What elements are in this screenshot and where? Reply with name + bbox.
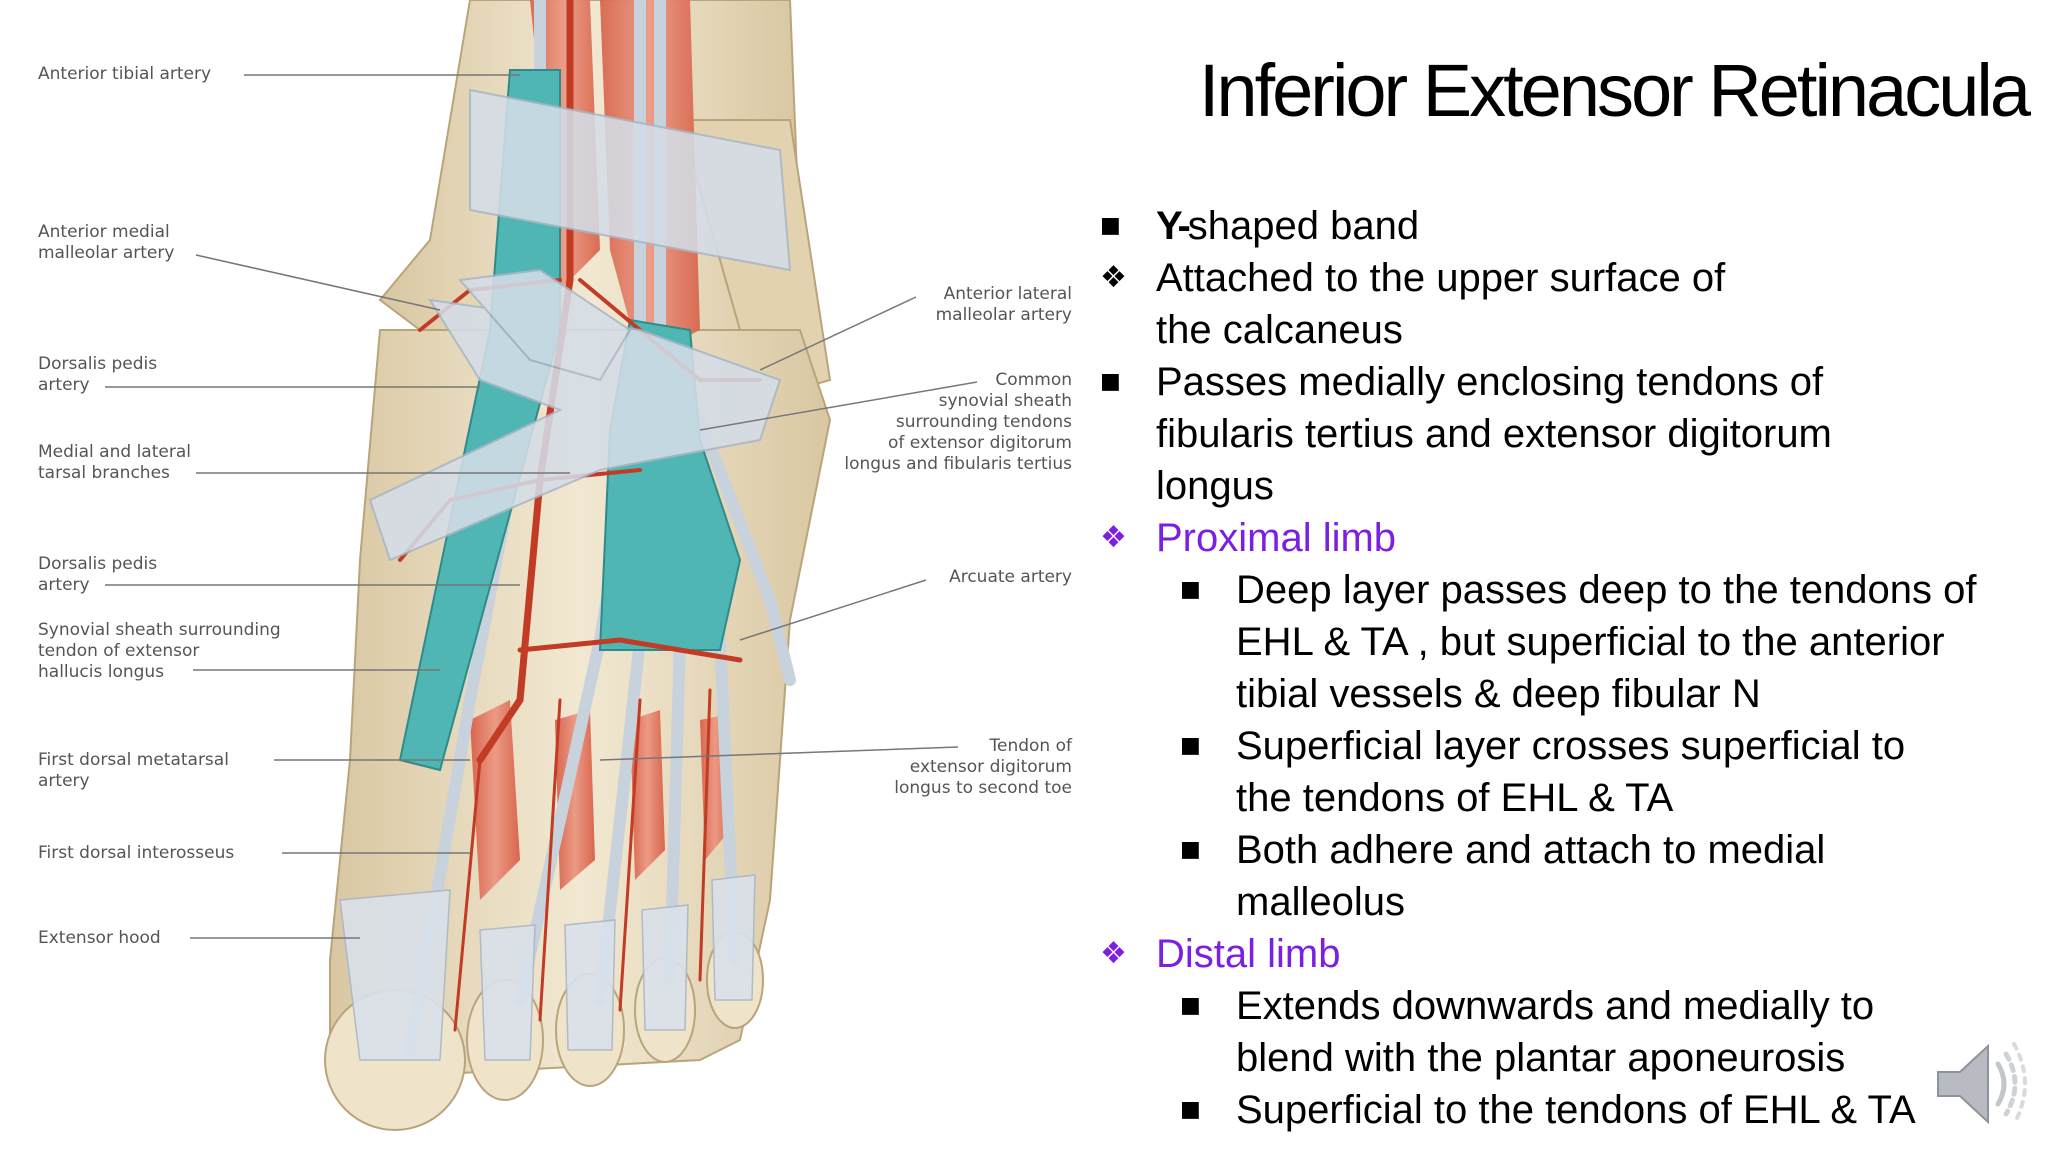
- extensor-retinacula: [368, 88, 792, 562]
- bullet-both-adhere: ■ Both adhere and attach to medial malle…: [1100, 824, 2040, 928]
- label-dorsalis-pedis-artery-upper: Dorsalis pedis artery: [38, 354, 158, 395]
- label-medial-lateral-tarsal-branches: Medial and lateral tarsal branches: [38, 442, 191, 483]
- label-arcuate-artery: Arcuate artery: [949, 567, 1072, 587]
- label-leaders: [105, 74, 978, 939]
- black-square-icon: ■: [1180, 837, 1201, 862]
- bullet-text: Extends downwards and medially to blend …: [1236, 984, 1875, 1080]
- bullet-superficial-tendons: ■ Superficial to the tendons of EHL & TA: [1100, 1084, 2040, 1136]
- anatomy-figure: Anterior tibial artery Anterior medial m…: [38, 0, 1072, 1131]
- label-first-dorsal-metatarsal-artery: First dorsal metatarsal artery: [38, 750, 229, 791]
- four-diamond-icon: ❖: [1100, 520, 1127, 555]
- bullet-list: ■ Y-shaped band ❖ Attached to the upper …: [1100, 200, 2040, 1136]
- bullet-bold-prefix: Y-: [1156, 204, 1191, 248]
- label-anterior-medial-malleolar-artery: Anterior medial malleolar artery: [38, 222, 175, 263]
- black-square-icon: ■: [1100, 369, 1121, 394]
- black-square-icon: ■: [1180, 993, 1201, 1018]
- bullet-proximal-limb: ❖ Proximal limb: [1100, 512, 2040, 564]
- bullet-text: Superficial to the tendons of EHL & TA: [1236, 1088, 1916, 1132]
- speaker-icon[interactable]: [1934, 1034, 2030, 1134]
- slide-title: Inferior Extensor Retinacula: [1198, 49, 2031, 132]
- label-dorsalis-pedis-artery-lower: Dorsalis pedis artery: [38, 554, 158, 595]
- label-anterior-lateral-malleolar-artery: Anterior lateral malleolar artery: [935, 284, 1072, 325]
- label-common-synovial-sheath: Common synovial sheath surrounding tendo…: [844, 370, 1072, 474]
- bullet-y-shaped-band: ■ Y-shaped band: [1100, 200, 2040, 252]
- label-extensor-hood: Extensor hood: [38, 928, 161, 948]
- bullet-text: Superficial layer crosses superficial to…: [1236, 724, 1906, 820]
- four-diamond-icon: ❖: [1100, 260, 1127, 295]
- bullet-text: shaped band: [1187, 204, 1420, 248]
- bullet-superficial-layer: ■ Superficial layer crosses superficial …: [1100, 720, 2040, 824]
- bullet-passes-medially: ■ Passes medially enclosing tendons of f…: [1100, 356, 2040, 512]
- black-square-icon: ■: [1180, 733, 1201, 758]
- bullet-text: Proximal limb: [1156, 516, 1397, 560]
- bullet-extends-downwards: ■ Extends downwards and medially to blen…: [1100, 980, 2040, 1084]
- label-first-dorsal-interosseus: First dorsal interosseus: [38, 843, 235, 863]
- label-anterior-tibial-artery: Anterior tibial artery: [38, 64, 212, 84]
- black-square-icon: ■: [1100, 213, 1121, 238]
- bullet-text: Deep layer passes deep to the tendons of…: [1236, 568, 1977, 716]
- bullet-text: Distal limb: [1156, 932, 1341, 976]
- black-square-icon: ■: [1180, 577, 1201, 602]
- bullet-text: Attached to the upper surface of the cal…: [1156, 256, 1726, 352]
- extensor-hoods: [339, 874, 756, 1061]
- label-synovial-sheath-ehl: Synovial sheath surrounding tendon of ex…: [38, 620, 281, 682]
- four-diamond-icon: ❖: [1100, 936, 1127, 971]
- bullet-text: Passes medially enclosing tendons of fib…: [1156, 360, 1832, 508]
- label-tendon-edl-second-toe: Tendon of extensor digitorum longus to s…: [894, 736, 1072, 798]
- bullet-distal-limb: ❖ Distal limb: [1100, 928, 2040, 980]
- bullet-deep-layer: ■ Deep layer passes deep to the tendons …: [1100, 564, 2040, 720]
- foot-illustration: [105, 0, 978, 1131]
- black-square-icon: ■: [1180, 1097, 1201, 1122]
- bullet-text: Both adhere and attach to medial malleol…: [1236, 828, 1826, 924]
- bullet-attached-calcaneus: ❖ Attached to the upper surface of the c…: [1100, 252, 2040, 356]
